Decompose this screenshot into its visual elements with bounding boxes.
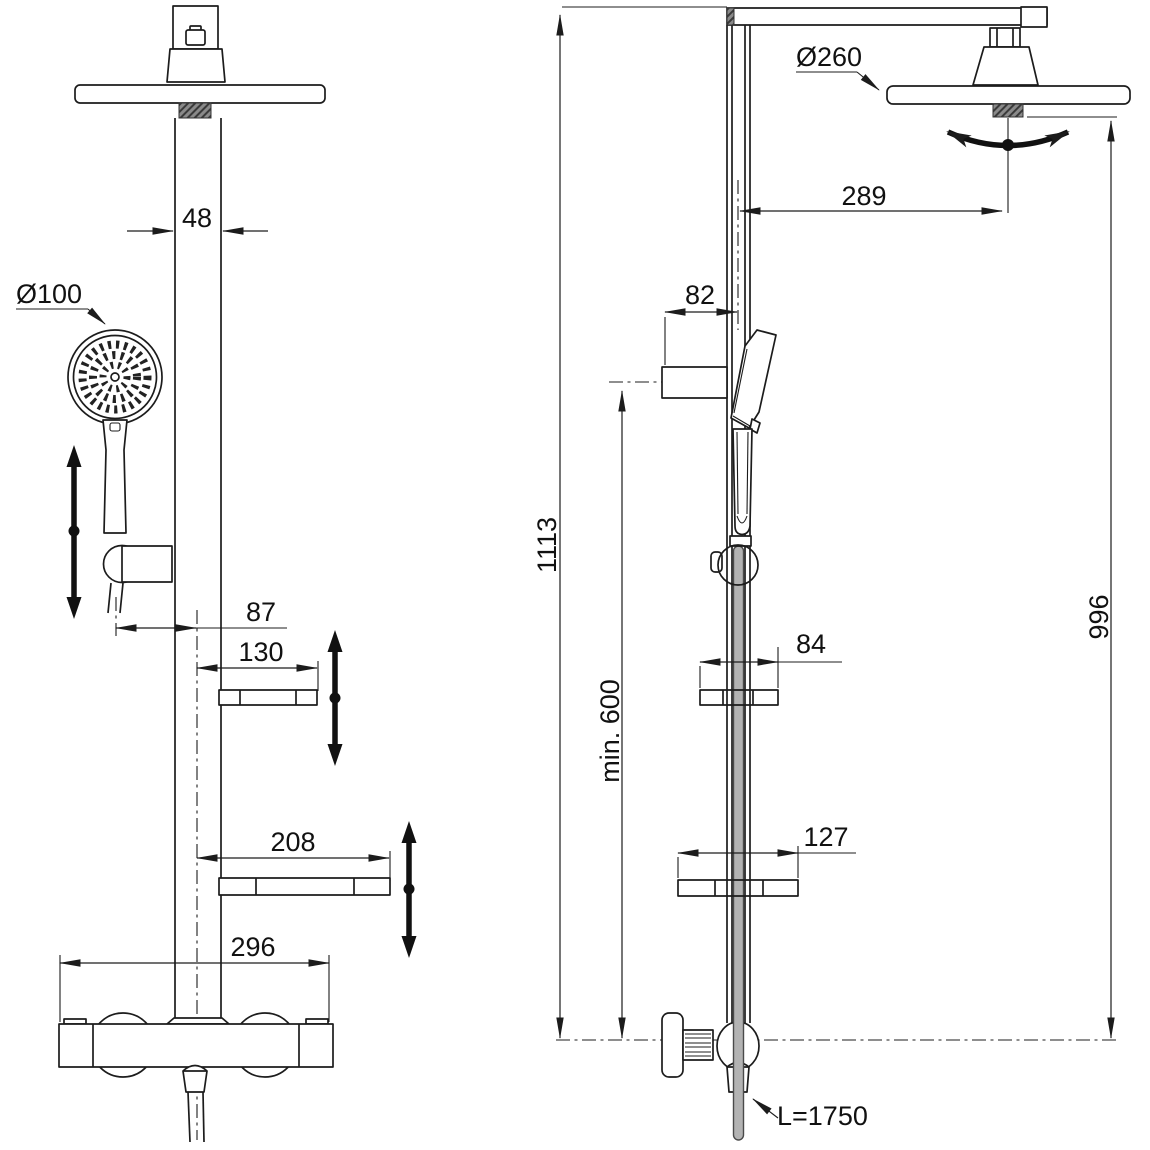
side-head-connector	[992, 103, 1024, 118]
dim-hand-shower-offset-label: 87	[246, 597, 276, 627]
dim-mixer-width-label: 296	[230, 932, 275, 962]
front-view: 48 Ø100	[16, 5, 417, 1143]
dim-min-mounting-height: min. 600	[595, 390, 626, 1039]
hand-shower-hose-stub	[107, 582, 112, 614]
side-rain-head	[886, 27, 1131, 213]
wall-bracket	[609, 366, 731, 399]
dim-upper-shelf-width-label: 130	[238, 637, 283, 667]
front-upper-shelf	[218, 689, 318, 706]
dim-hand-shower-offset: 87	[115, 597, 287, 632]
hand-shower-adjust-arrow	[66, 445, 82, 619]
dim-rain-head-offset-label: 289	[841, 181, 886, 211]
dim-upper-shelf-depth-label: 84	[796, 629, 826, 659]
side-mixer	[661, 1012, 760, 1093]
front-riser-pipe	[174, 118, 222, 1019]
upper-shelf-adjust-arrow	[327, 630, 343, 766]
side-lower-shelf	[677, 879, 799, 897]
dim-rain-head-offset: 289	[739, 181, 1003, 215]
front-rain-head	[74, 5, 326, 119]
front-head-connector	[178, 102, 212, 119]
dim-total-height-label: 1113	[532, 517, 562, 573]
dim-rain-head-height: 996	[1027, 116, 1117, 1039]
side-hand-shower-handle	[732, 428, 753, 536]
dim-pipe-width: 48	[127, 203, 268, 235]
front-hand-shower	[67, 329, 173, 636]
side-column	[726, 6, 1048, 1023]
dim-upper-shelf-depth: 84	[699, 629, 842, 688]
label-rain-head-diameter: Ø260	[796, 42, 880, 91]
arm-end-cap	[1020, 6, 1048, 28]
label-hand-shower-diameter: Ø100	[16, 279, 106, 325]
hand-shower-diameter-label: Ø100	[16, 279, 82, 309]
dim-min-mounting-height-label: min. 600	[595, 679, 625, 783]
dim-upper-shelf-width: 130	[196, 637, 319, 691]
rain-head-diameter-label: Ø260	[796, 42, 862, 72]
dim-lower-shelf-width-label: 208	[270, 827, 315, 857]
dim-lower-shelf-depth: 127	[677, 822, 856, 878]
mixer-outlet	[182, 1064, 208, 1093]
dim-total-height: 1113	[532, 6, 727, 1039]
hand-shower-handle	[102, 419, 128, 534]
dim-mixer-width: 296	[59, 932, 330, 1022]
front-mixer	[58, 1012, 334, 1143]
side-view: 1113 min. 600 996	[532, 6, 1131, 1141]
side-hand-shower	[710, 329, 777, 586]
shower-hose	[732, 545, 745, 1141]
dim-wall-bracket-depth: 82	[664, 280, 738, 365]
dim-pipe-width-label: 48	[182, 203, 212, 233]
hose-length-label: L=1750	[777, 1101, 868, 1131]
dim-lower-shelf-width: 208	[196, 827, 391, 881]
mixer-body	[58, 1023, 334, 1068]
dim-lower-shelf-depth-label: 127	[803, 822, 848, 852]
lower-shelf-adjust-arrow	[401, 821, 417, 958]
side-top-arm	[726, 7, 1048, 26]
side-holder-ring	[717, 544, 759, 586]
label-hose-length: L=1750	[752, 1098, 868, 1131]
side-upper-shelf	[699, 689, 779, 706]
hand-shower-holder	[121, 545, 173, 583]
front-lower-shelf	[218, 877, 391, 896]
side-mixer-knob	[661, 1012, 684, 1078]
dim-rain-head-height-label: 996	[1084, 594, 1114, 639]
dim-wall-bracket-depth-label: 82	[685, 280, 715, 310]
